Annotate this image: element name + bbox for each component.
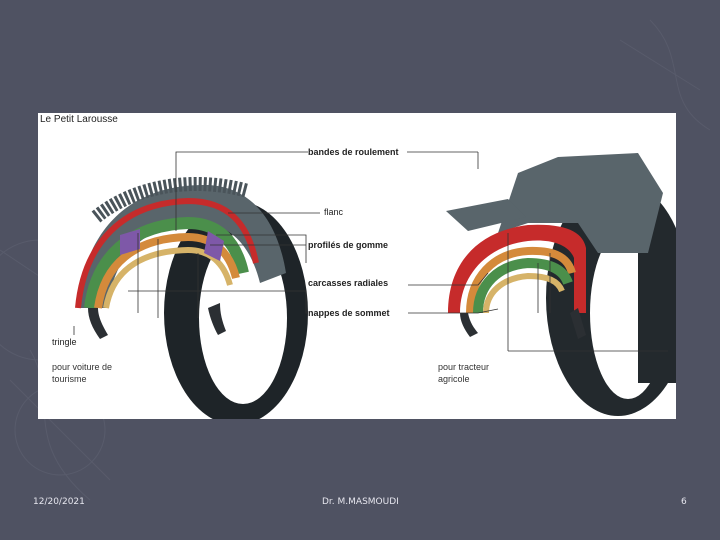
caption-tractor-line-2: agricole bbox=[438, 374, 470, 384]
caption-car-tire: pour voiture de tourisme bbox=[52, 361, 112, 385]
label-carcasses-radiales: carcasses radiales bbox=[308, 278, 389, 288]
caption-car-line-1: pour voiture de bbox=[52, 362, 113, 372]
caption-car-line-2: tourisme bbox=[52, 374, 87, 384]
footer-page-number: 6 bbox=[681, 497, 687, 507]
car-tire-illustration bbox=[75, 176, 308, 419]
label-nappes-de-sommet: nappes de sommet bbox=[308, 308, 390, 318]
label-tringle: tringle bbox=[52, 337, 77, 347]
label-profiles-de-gomme: profilés de gomme bbox=[308, 240, 389, 250]
tire-cross-section-figure: Le Petit Larousse bandes de roulement fl… bbox=[38, 113, 676, 419]
leader-lines bbox=[73, 151, 668, 352]
caption-tractor-line-1: pour tracteur bbox=[438, 362, 490, 372]
caption-tractor-tire: pour tracteur agricole bbox=[438, 361, 489, 385]
tractor-tire-illustration bbox=[446, 153, 676, 416]
footer-author: Dr. M.MASMOUDI bbox=[322, 497, 399, 507]
footer-date: 12/20/2021 bbox=[33, 497, 85, 507]
tire-diagram bbox=[73, 151, 676, 419]
label-bandes-de-roulement: bandes de roulement bbox=[308, 147, 399, 157]
label-flanc: flanc bbox=[324, 207, 344, 217]
figure-source: Le Petit Larousse bbox=[40, 114, 118, 125]
